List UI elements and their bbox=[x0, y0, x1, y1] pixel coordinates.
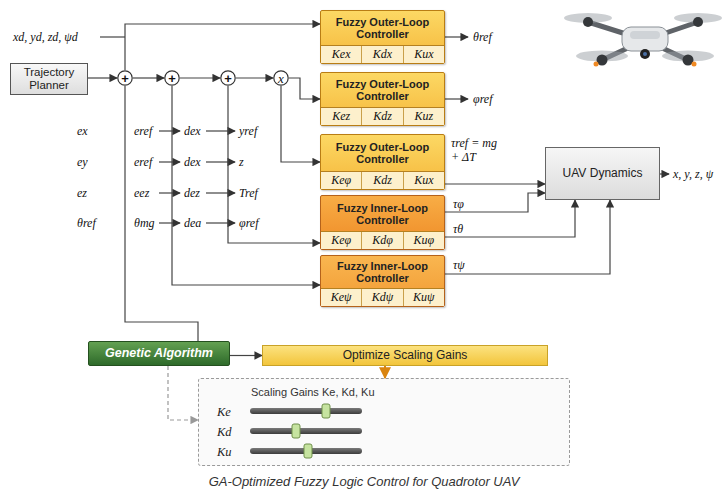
gain-row: KezKdzKuz bbox=[321, 107, 444, 125]
controller-title: Fuzzy Inner-Loop Controller bbox=[321, 196, 444, 231]
output-signal: τψ bbox=[452, 258, 466, 272]
signal-connector bbox=[180, 77, 220, 78]
signal-name: eez bbox=[133, 186, 150, 200]
signal-name: φref bbox=[238, 216, 260, 230]
signal-connector bbox=[168, 366, 198, 420]
signal-connector bbox=[445, 193, 545, 212]
gain-name: Kdx bbox=[361, 46, 402, 63]
panel-text: Ku bbox=[217, 445, 232, 459]
box-label: Trajectory Planner bbox=[15, 66, 83, 92]
signal-name: ez bbox=[76, 186, 88, 200]
gain-panel: Scaling Gains Ke, Kd, Ku KeKdKu bbox=[198, 378, 570, 466]
gain-name: Kuψ bbox=[403, 289, 444, 306]
summing-junction: + bbox=[117, 70, 133, 86]
gain-name: Kdz bbox=[361, 172, 402, 189]
panel-text: Ke bbox=[217, 405, 231, 419]
box-label: Optimize Scaling Gains bbox=[343, 349, 468, 362]
gain-row: KexKdxKux bbox=[321, 45, 444, 63]
banner-box: Optimize Scaling Gains bbox=[262, 345, 548, 366]
multiplier-junction: x bbox=[273, 70, 289, 86]
controller-title: Fuzzy Inner-Loop Controller bbox=[321, 256, 444, 288]
gain-row: KeψKdψKuψ bbox=[321, 288, 444, 306]
drone-illustration bbox=[564, 13, 722, 67]
junction-sign: + bbox=[121, 72, 129, 85]
signal-connector bbox=[445, 200, 610, 274]
controller-box: Fuzzy Outer-Loop ControllerKezKdzKuz bbox=[320, 72, 445, 126]
signal-connector bbox=[289, 78, 320, 99]
signal-name: yref bbox=[238, 124, 258, 138]
signal-connector bbox=[230, 355, 262, 356]
gain-name: Kdψ bbox=[361, 289, 402, 306]
gain-row: KeφKdzKux bbox=[321, 171, 444, 189]
summing-junction: + bbox=[220, 70, 236, 86]
slider-symbol bbox=[250, 404, 362, 458]
controller-box: Fuzzy Outer-Loop ControllerKeφKdzKux bbox=[320, 134, 445, 190]
gain-name: Kuφ bbox=[403, 232, 444, 249]
caption: GA-Optimized Fuzzy Logic Control for Qua… bbox=[0, 474, 728, 489]
signal-name: ey bbox=[76, 155, 89, 169]
signal-name: θmg bbox=[133, 216, 156, 230]
signal-connector bbox=[172, 86, 320, 285]
controller-box: Fuzzy Outer-Loop ControllerKexKdxKux bbox=[320, 10, 445, 64]
signal-name: dex bbox=[183, 155, 202, 169]
output-signal: τφ bbox=[452, 197, 465, 211]
process-box: Trajectory Planner bbox=[10, 63, 88, 95]
plant-box: UAV Dynamics bbox=[545, 147, 660, 200]
signal-connector bbox=[133, 77, 164, 78]
input-signal: xd, yd, zd, ψd bbox=[12, 30, 79, 44]
controller-title: Fuzzy Outer-Loop Controller bbox=[321, 11, 444, 45]
gain-name: Kez bbox=[321, 108, 361, 125]
output-signal: x, y, z, ψ bbox=[672, 167, 714, 181]
signal-connector bbox=[228, 86, 320, 243]
controller-title: Fuzzy Outer-Loop Controller bbox=[321, 135, 444, 171]
gain-name: Keφ bbox=[321, 172, 361, 189]
signal-connector bbox=[281, 86, 320, 162]
box-label: Genetic Algorithm bbox=[105, 347, 213, 360]
signal-name: Tref bbox=[238, 186, 259, 200]
output-signal: τθ bbox=[452, 222, 464, 236]
junction-sign: x bbox=[278, 72, 284, 85]
signal-name: θref bbox=[76, 216, 97, 230]
panel-text: Scaling Gains Ke, Kd, Ku bbox=[251, 385, 375, 399]
panel-ground bbox=[198, 378, 570, 466]
signal-name: dex bbox=[183, 124, 202, 138]
box-label: UAV Dynamics bbox=[563, 167, 643, 180]
signal-name: ex bbox=[76, 124, 89, 138]
signal-name: eref bbox=[133, 155, 153, 169]
signal-connector bbox=[236, 77, 273, 78]
controller-box: Fuzzy Inner-Loop ControllerKeφKdφKuφ bbox=[320, 195, 445, 250]
signal-connector bbox=[125, 24, 320, 70]
output-signal: φref bbox=[472, 92, 494, 106]
panel-text: Kd bbox=[217, 425, 232, 439]
signal-name: z bbox=[238, 155, 245, 169]
signal-connector bbox=[384, 366, 386, 378]
junction-sign: + bbox=[168, 72, 176, 85]
signal-name: eref bbox=[133, 124, 153, 138]
gain-name: Keφ bbox=[321, 232, 361, 249]
junction-sign: + bbox=[224, 72, 232, 85]
gain-row: KeφKdφKuφ bbox=[321, 231, 444, 249]
gain-name: Kdφ bbox=[361, 232, 402, 249]
gain-name: Kux bbox=[403, 46, 444, 63]
summing-junction: + bbox=[164, 70, 180, 86]
controller-title: Fuzzy Outer-Loop Controller bbox=[321, 73, 444, 107]
signal-name: dez bbox=[183, 186, 201, 200]
controller-box: Fuzzy Inner-Loop ControllerKeψKdψKuψ bbox=[320, 255, 445, 307]
gain-name: Keψ bbox=[321, 289, 361, 306]
signal-name: dea bbox=[183, 216, 202, 230]
signal-connector bbox=[445, 183, 545, 184]
output-signal: τref = mg + ΔT bbox=[450, 136, 498, 164]
gain-name: Kdz bbox=[361, 108, 402, 125]
signal-connector bbox=[88, 77, 117, 78]
output-signal: θref bbox=[472, 30, 493, 44]
gain-name: Kux bbox=[403, 172, 444, 189]
optimizer-box: Genetic Algorithm bbox=[88, 341, 230, 366]
gain-name: Kex bbox=[321, 46, 361, 63]
gain-name: Kuz bbox=[403, 108, 444, 125]
